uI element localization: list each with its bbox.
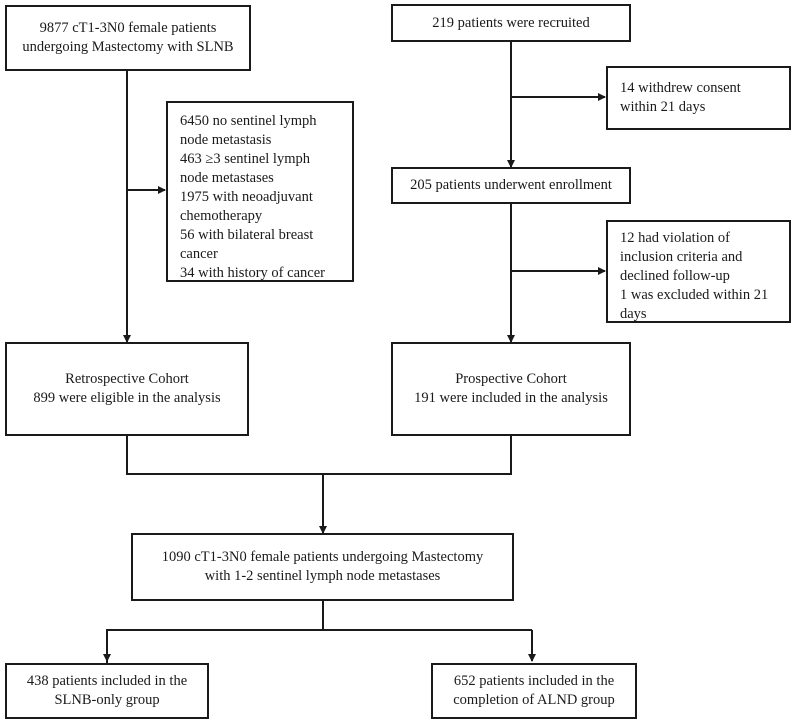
- withdrew-line-2: within 21 days: [620, 99, 706, 115]
- alnd-group-box: 652 patients included in the completion …: [431, 663, 637, 719]
- prospective-exclusion-line: 1 was excluded within 21: [620, 287, 769, 303]
- retrospective-cohort-box: Retrospective Cohort 899 were eligible i…: [5, 342, 249, 436]
- prospective-cohort-title: Prospective Cohort: [455, 371, 567, 387]
- prospective-cohort-box: Prospective Cohort 191 were included in …: [391, 342, 631, 436]
- recruited-text: 219 patients were recruited: [432, 14, 590, 31]
- exclusion-line: chemotherapy: [180, 208, 263, 224]
- merge-connector: [126, 436, 512, 475]
- prospective-exclusion-line: 12 had violation of: [620, 230, 730, 246]
- combined-line-2: with 1-2 sentinel lymph node metastases: [204, 568, 441, 584]
- slnb-only-line-1: 438 patients included in the: [26, 673, 188, 689]
- retrospective-cohort-title: Retrospective Cohort: [65, 371, 189, 387]
- enrolled-text: 205 patients underwent enrollment: [410, 177, 612, 193]
- prospective-exclusion-line: inclusion criteria and: [620, 249, 743, 265]
- exclusion-line: 56 with bilateral breast: [180, 227, 314, 243]
- exclusion-line: 34 with history of cancer: [180, 265, 325, 281]
- exclusion-line: node metastases: [180, 170, 274, 186]
- exclusion-line: 463 ≥3 sentinel lymph: [180, 151, 310, 167]
- recruited-box: 219 patients were recruited: [391, 4, 631, 42]
- alnd-line-2: completion of ALND group: [453, 692, 615, 708]
- slnb-only-group-box: 438 patients included in the SLNB-only g…: [5, 663, 209, 719]
- exclusion-line: 1975 with neoadjuvant: [180, 189, 313, 205]
- retrospective-source-line-2: undergoing Mastectomy with SLNB: [22, 39, 234, 55]
- combined-line-1: 1090 cT1-3N0 female patients undergoing …: [161, 549, 484, 565]
- prospective-exclusion-line: days: [620, 306, 647, 322]
- retrospective-cohort-count: 899 were eligible in the analysis: [33, 390, 221, 406]
- prospective-exclusions-box: 12 had violation of inclusion criteria a…: [606, 220, 791, 323]
- alnd-line-1: 652 patients included in the: [453, 673, 615, 689]
- exclusion-line: cancer: [180, 246, 218, 262]
- slnb-only-line-2: SLNB-only group: [54, 692, 160, 708]
- retrospective-source-line-1: 9877 cT1-3N0 female patients: [39, 20, 217, 36]
- retrospective-exclusions-box: 6450 no sentinel lymph node metastasis 4…: [166, 101, 354, 282]
- withdrew-box: 14 withdrew consent within 21 days: [606, 66, 791, 130]
- prospective-exclusion-line: declined follow-up: [620, 268, 730, 284]
- exclusion-line: node metastasis: [180, 132, 272, 148]
- enrolled-box: 205 patients underwent enrollment: [391, 167, 631, 204]
- withdrew-line-1: 14 withdrew consent: [620, 80, 741, 96]
- prospective-cohort-count: 191 were included in the analysis: [414, 390, 608, 406]
- combined-box: 1090 cT1-3N0 female patients undergoing …: [131, 533, 514, 601]
- exclusion-line: 6450 no sentinel lymph: [180, 113, 317, 129]
- arrow-to-slnb-only: [106, 629, 532, 663]
- retrospective-source-box: 9877 cT1-3N0 female patients undergoing …: [5, 5, 251, 71]
